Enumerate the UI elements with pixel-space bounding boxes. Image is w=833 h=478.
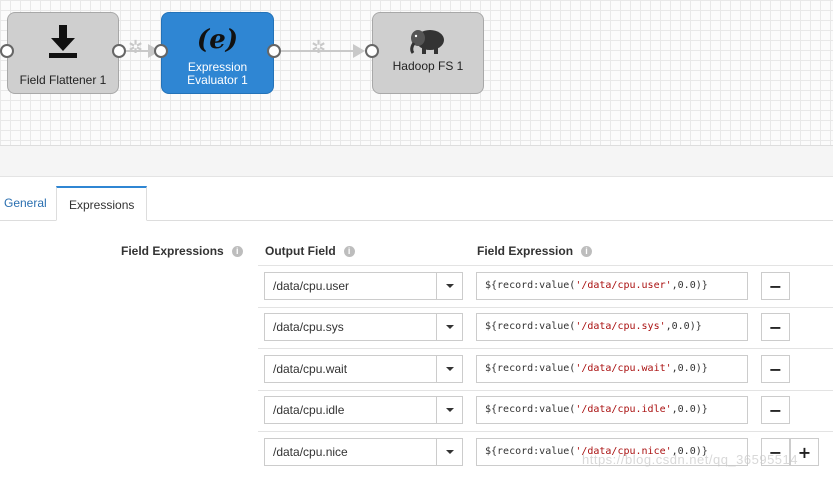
connection-line <box>126 50 150 52</box>
chevron-down-icon <box>445 408 454 412</box>
output-field-input[interactable] <box>264 438 436 466</box>
config-tabs: General Expressions <box>0 186 833 221</box>
remove-row-button[interactable]: − <box>761 355 790 383</box>
output-field-dropdown-button[interactable] <box>436 313 463 341</box>
chevron-down-icon <box>445 325 454 329</box>
hadoop-elephant-icon <box>373 27 483 55</box>
tab-expressions[interactable]: Expressions <box>56 186 148 221</box>
pipeline-canvas[interactable]: Field Flattener 1 ✲ (e) Expression Evalu… <box>0 0 833 145</box>
input-port[interactable] <box>154 44 168 58</box>
output-field-input[interactable] <box>264 396 436 424</box>
input-port[interactable] <box>365 44 379 58</box>
input-port[interactable] <box>0 44 14 58</box>
tab-general[interactable]: General <box>4 196 47 210</box>
remove-row-button[interactable]: − <box>761 313 790 341</box>
output-field-input[interactable] <box>264 355 436 383</box>
node-label-line2: Evaluator 1 <box>187 73 248 87</box>
output-field-input[interactable] <box>264 272 436 300</box>
connection-line <box>281 50 355 52</box>
chevron-down-icon <box>445 367 454 371</box>
info-icon[interactable]: i <box>231 246 243 257</box>
download-arrow-icon <box>8 23 118 59</box>
chevron-down-icon <box>445 450 454 454</box>
remove-row-button[interactable]: − <box>761 438 790 466</box>
expression-row: ${record:value('/data/cpu.wait',0.0)} − <box>258 349 833 391</box>
expression-icon: (e) <box>196 25 239 55</box>
output-field-input[interactable] <box>264 313 436 341</box>
data-preview-icon[interactable]: ✲ <box>311 37 327 57</box>
row-divider <box>258 265 833 266</box>
row-divider <box>258 307 833 308</box>
connection-arrow <box>353 44 365 58</box>
row-divider <box>258 390 833 391</box>
add-row-button[interactable]: + <box>790 438 819 466</box>
info-icon[interactable]: i <box>581 246 593 257</box>
remove-row-button[interactable]: − <box>761 396 790 424</box>
node-label: Field Flattener 1 <box>19 73 107 87</box>
field-flattener-node[interactable]: Field Flattener 1 <box>7 12 119 94</box>
node-label-line1: Expression <box>187 60 248 74</box>
expression-row: ${record:value('/data/cpu.idle',0.0)} − <box>258 390 833 432</box>
field-expression-editor[interactable]: ${record:value('/data/cpu.nice',0.0)} <box>476 438 748 466</box>
info-icon[interactable]: i <box>343 246 355 257</box>
hadoop-fs-node[interactable]: Hadoop FS 1 <box>372 12 484 94</box>
row-divider <box>258 431 833 432</box>
watermark: https://blog.csdn.net/qq_36595514 <box>582 452 798 467</box>
remove-row-button[interactable]: − <box>761 272 790 300</box>
row-divider <box>258 348 833 349</box>
expression-row: ${record:value('/data/cpu.sys',0.0)} − <box>258 307 833 349</box>
output-field-dropdown-button[interactable] <box>436 396 463 424</box>
output-field-dropdown-button[interactable] <box>436 355 463 383</box>
expression-evaluator-node[interactable]: (e) Expression Evaluator 1 <box>161 12 274 94</box>
panel-divider <box>0 145 833 177</box>
field-expression-editor[interactable]: ${record:value('/data/cpu.user',0.0)} <box>476 272 748 300</box>
node-label: Hadoop FS 1 <box>392 59 464 73</box>
data-preview-icon[interactable]: ✲ <box>128 37 144 57</box>
field-expression-editor[interactable]: ${record:value('/data/cpu.wait',0.0)} <box>476 355 748 383</box>
output-field-dropdown-button[interactable] <box>436 272 463 300</box>
chevron-down-icon <box>445 284 454 288</box>
output-port[interactable] <box>112 44 126 58</box>
field-expression-editor[interactable]: ${record:value('/data/cpu.idle',0.0)} <box>476 396 748 424</box>
output-port[interactable] <box>267 44 281 58</box>
expression-row: ${record:value('/data/cpu.user',0.0)} − <box>258 266 833 308</box>
field-expression-editor[interactable]: ${record:value('/data/cpu.sys',0.0)} <box>476 313 748 341</box>
expression-row: ${record:value('/data/cpu.nice',0.0)} − … <box>258 432 833 474</box>
output-field-dropdown-button[interactable] <box>436 438 463 466</box>
